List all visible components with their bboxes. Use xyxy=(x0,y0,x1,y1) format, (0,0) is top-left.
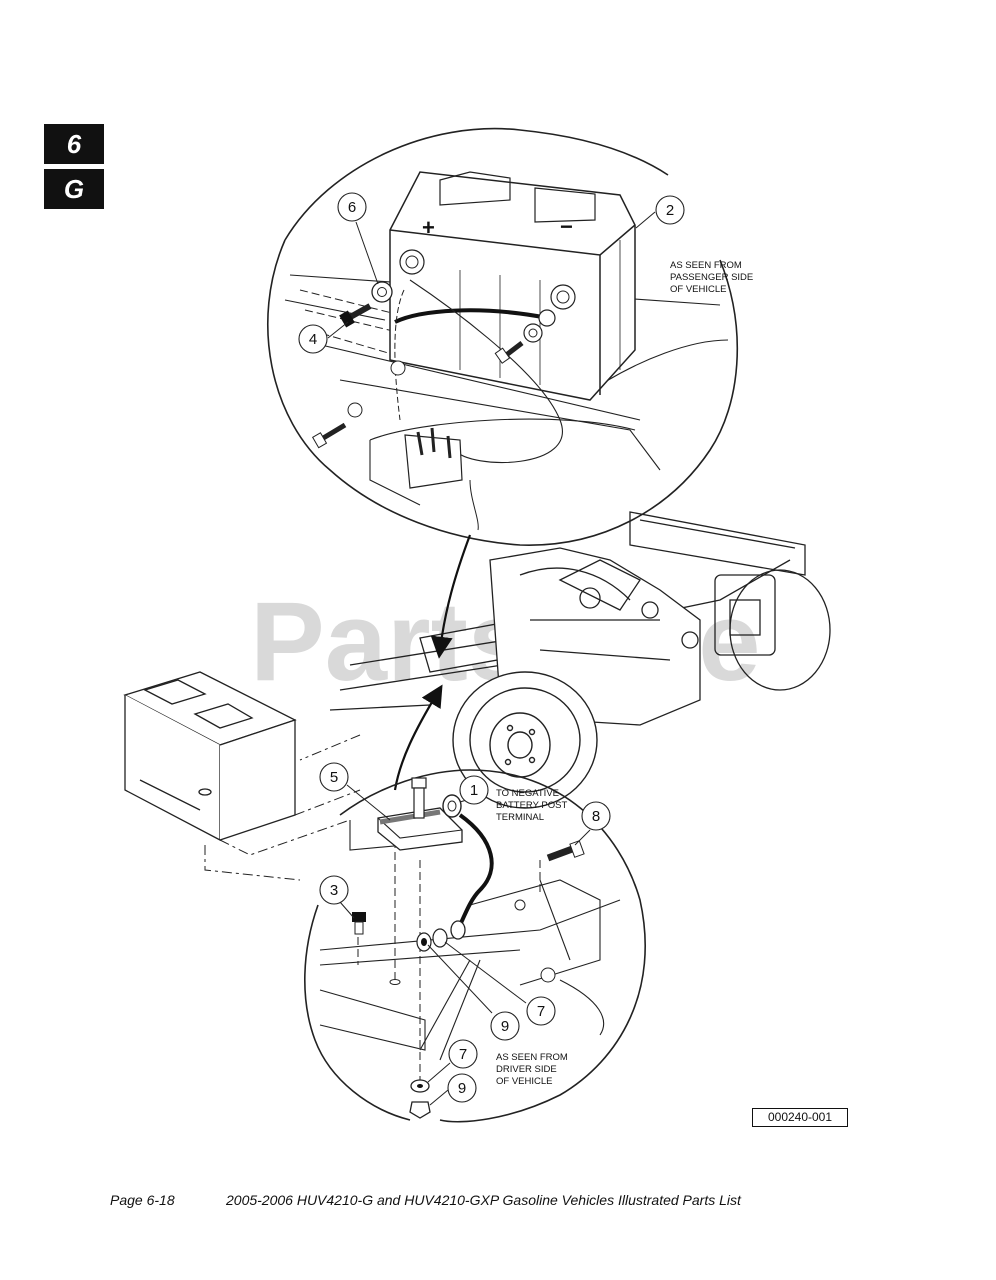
callout-2-upper: 2 xyxy=(655,195,685,225)
upper-detail-view: + − xyxy=(267,127,739,546)
svg-text:1: 1 xyxy=(470,782,478,799)
callout-8: 8 xyxy=(581,801,611,831)
svg-text:PASSENGER SIDE: PASSENGER SIDE xyxy=(670,272,753,283)
svg-text:6: 6 xyxy=(348,199,356,216)
callout-3: 3 xyxy=(319,875,349,905)
svg-text:7: 7 xyxy=(459,1046,467,1063)
svg-text:AS SEEN FROM: AS SEEN FROM xyxy=(496,1052,568,1063)
negative-terminal-note: TO NEGATIVE BATTERY POST TERMINAL xyxy=(496,788,567,823)
svg-text:TERMINAL: TERMINAL xyxy=(496,812,544,823)
callout-7-bottom: 7 xyxy=(448,1039,478,1069)
negative-terminal-sign: − xyxy=(560,214,573,239)
callout-9-middle: 9 xyxy=(490,1011,520,1041)
upper-view-pointer-arrow xyxy=(430,534,472,659)
svg-text:OF VEHICLE: OF VEHICLE xyxy=(496,1076,553,1087)
svg-text:8: 8 xyxy=(592,808,600,825)
upper-view-note: AS SEEN FROM PASSENGER SIDE OF VEHICLE xyxy=(670,260,753,295)
callout-9-bottom: 9 xyxy=(447,1073,477,1103)
figure-number: 000240-001 xyxy=(752,1108,848,1127)
svg-text:3: 3 xyxy=(330,882,338,899)
svg-text:9: 9 xyxy=(501,1018,509,1035)
lower-view-pointer-arrow xyxy=(393,684,443,791)
callout-6-upper: 6 xyxy=(337,192,367,222)
svg-text:TO NEGATIVE: TO NEGATIVE xyxy=(496,788,559,799)
svg-text:DRIVER SIDE: DRIVER SIDE xyxy=(496,1064,557,1075)
callout-5: 5 xyxy=(319,762,349,792)
svg-text:9: 9 xyxy=(458,1080,466,1097)
svg-text:2: 2 xyxy=(666,202,674,219)
rear-wheel xyxy=(452,671,598,809)
callout-1: 1 xyxy=(459,775,489,805)
svg-text:BATTERY POST: BATTERY POST xyxy=(496,800,567,811)
svg-text:5: 5 xyxy=(330,769,338,786)
page-number: Page 6-18 xyxy=(110,1192,175,1208)
subsection-tab: G xyxy=(44,169,104,209)
section-tab: 6 xyxy=(44,124,104,164)
svg-text:4: 4 xyxy=(309,331,317,348)
svg-text:OF VEHICLE: OF VEHICLE xyxy=(670,284,727,295)
battery-illustration xyxy=(123,671,297,842)
positive-terminal-sign: + xyxy=(422,215,435,240)
lower-detail-view xyxy=(304,769,646,1123)
svg-text:7: 7 xyxy=(537,1003,545,1020)
battery-placement-lines xyxy=(204,734,361,881)
callout-4-upper: 4 xyxy=(298,324,328,354)
lower-view-note: AS SEEN FROM DRIVER SIDE OF VEHICLE xyxy=(496,1052,568,1087)
document-title: 2005-2006 HUV4210-G and HUV4210-GXP Gaso… xyxy=(226,1192,741,1208)
parts-diagram: PartsTree xyxy=(123,127,831,1123)
svg-text:AS SEEN FROM: AS SEEN FROM xyxy=(670,260,742,271)
callout-7-middle: 7 xyxy=(526,996,556,1026)
